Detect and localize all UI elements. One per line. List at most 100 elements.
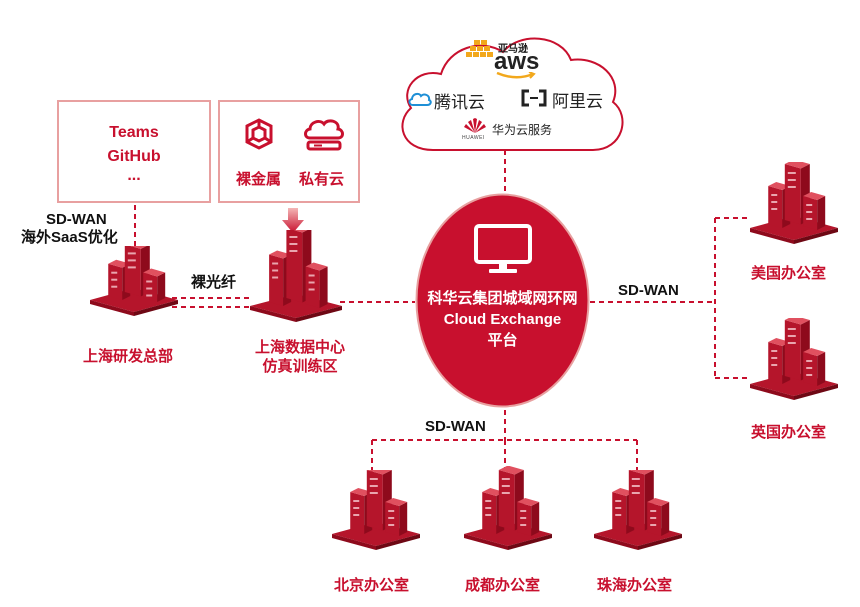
- tower-top-5c: [517, 498, 540, 506]
- window-5a-2: [485, 514, 492, 516]
- window-0b-0: [127, 252, 136, 255]
- window-1b-0: [289, 236, 298, 238]
- base-right: [508, 534, 552, 550]
- aws-cn-text: 亚马逊: [498, 44, 528, 55]
- window-4a-0: [353, 500, 360, 502]
- window-2b-1: [787, 179, 796, 181]
- window-5c-0: [520, 510, 527, 512]
- tower-front-1b: [286, 228, 303, 303]
- cloud-shape: [401, 37, 624, 151]
- tower-front-3a: [768, 342, 783, 384]
- huawei-icon: [464, 118, 486, 133]
- tower-side-0c: [157, 272, 166, 302]
- tower-top-4a: [350, 488, 373, 496]
- building-shanghai-rd: [88, 239, 180, 321]
- label-shanghai-dc-line2: 仿真训练区: [262, 358, 338, 375]
- tower-top-3b: [784, 315, 810, 325]
- base-right: [794, 384, 838, 400]
- tower-top-0a: [108, 259, 131, 268]
- saas-apps-box: [57, 100, 211, 203]
- base-right: [134, 300, 178, 316]
- label-chengdu-office: 成都办公室: [465, 577, 541, 594]
- window-0b-2: [127, 266, 136, 269]
- window-4b-1: [369, 485, 378, 487]
- tower-top-1c: [305, 262, 328, 271]
- window-3c-0: [806, 360, 813, 362]
- label-shanghai-dc-line1: 上海数据中心: [254, 339, 345, 356]
- domestic-sdwan-label: SD-WAN: [425, 418, 486, 435]
- hq-sdwan-line1: SD-WAN: [45, 211, 107, 228]
- huawei-cloud-logo: HUAWEI 华为云服务: [462, 118, 572, 144]
- window-4c-1: [388, 517, 395, 519]
- base-left: [594, 534, 638, 550]
- label-beijing-office: 北京办公室: [334, 577, 410, 594]
- label-shanghai-dc: 上海数据中心 仿真训练区: [250, 338, 350, 376]
- base-right: [296, 306, 342, 322]
- tower-front-0c: [143, 272, 158, 302]
- window-0a-2: [111, 285, 118, 288]
- saas-more: ...: [127, 167, 141, 184]
- window-5c-2: [520, 524, 527, 526]
- saas-teams: Teams: [109, 124, 159, 141]
- base-right: [794, 228, 838, 244]
- window-4a-2: [353, 514, 360, 516]
- window-4b-0: [369, 478, 378, 480]
- window-2c-0: [806, 204, 813, 206]
- window-5b-1: [501, 485, 510, 487]
- window-3c-2: [806, 374, 813, 376]
- building-uk-office: [748, 315, 840, 405]
- tencent-cloud-logo: 腾讯云: [408, 88, 508, 112]
- window-3c-1: [806, 367, 813, 369]
- hub-title-line1: 科华云集团城域网环网: [427, 290, 578, 307]
- window-6c-0: [650, 510, 657, 512]
- building-zhuhai-office: [592, 465, 684, 555]
- window-4b-2: [369, 492, 378, 494]
- label-shanghai-rd: 上海研发总部: [83, 348, 174, 365]
- aws-boxes-icon: [466, 40, 493, 57]
- tower-front-0b: [124, 244, 141, 297]
- window-1c-0: [308, 274, 315, 277]
- window-6a-0: [615, 500, 622, 502]
- bare-fiber-label: 裸光纤: [191, 274, 237, 291]
- tower-top-3c: [803, 348, 826, 356]
- window-3b-2: [787, 342, 796, 344]
- window-6c-1: [650, 517, 657, 519]
- tower-top-0c: [143, 268, 166, 277]
- building-us-office: [748, 159, 840, 249]
- window-3b-0: [787, 328, 796, 330]
- base-left: [750, 228, 794, 244]
- hq-sdwan-line2: 海外SaaS优化: [21, 229, 118, 246]
- aws-smile-icon: [496, 72, 536, 79]
- window-6b-1: [631, 485, 640, 487]
- base-left: [332, 534, 376, 550]
- tower-top-3a: [768, 338, 791, 346]
- base-right: [638, 534, 682, 550]
- bare-metal-icon: [245, 118, 273, 150]
- tower-front-2a: [768, 186, 783, 228]
- base-right: [376, 534, 420, 550]
- hub-title-line3: 平台: [487, 332, 518, 349]
- private-cloud-label: 私有云: [299, 171, 345, 188]
- window-1b-1: [289, 243, 298, 245]
- window-5a-1: [485, 507, 492, 509]
- tower-top-1a: [269, 250, 292, 259]
- window-2c-2: [806, 218, 813, 220]
- tower-top-6c: [647, 498, 670, 506]
- tower-side-3c: [817, 352, 826, 386]
- huawei-small-text: HUAWEI: [462, 135, 485, 141]
- tower-top-5a: [482, 488, 505, 496]
- window-5b-2: [501, 492, 510, 494]
- label-us-office: 美国办公室: [751, 265, 827, 282]
- window-0c-1: [146, 287, 153, 290]
- window-6a-1: [615, 507, 622, 509]
- huawei-cloud-text: 华为云服务: [492, 123, 553, 137]
- building-shanghai-dc: [248, 223, 344, 327]
- aliyun-logo: 阿里云: [520, 86, 610, 111]
- intl-sdwan-label: SD-WAN: [618, 282, 679, 299]
- saas-list: Teams GitHub ...: [57, 121, 211, 184]
- window-5c-1: [520, 517, 527, 519]
- window-5b-0: [501, 478, 510, 480]
- window-0a-0: [111, 271, 118, 274]
- window-1c-2: [308, 288, 315, 291]
